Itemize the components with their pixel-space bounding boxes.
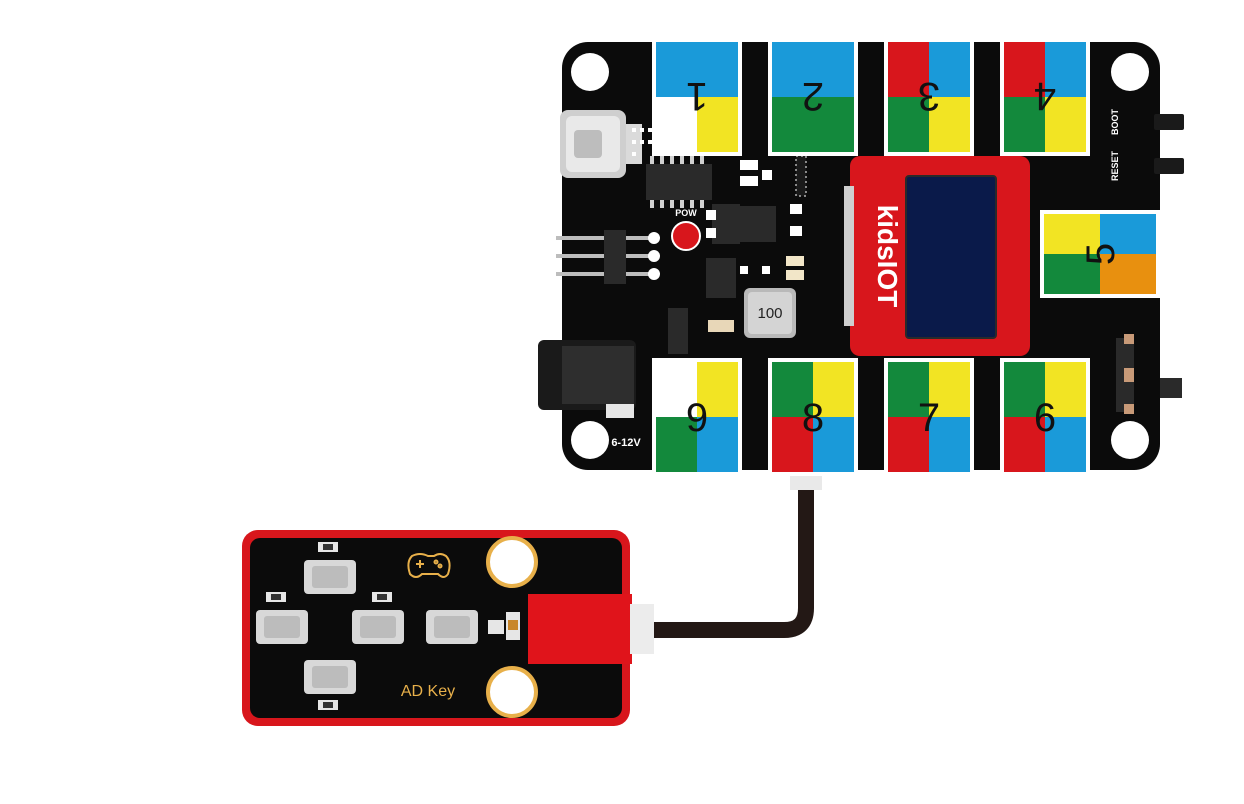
- usb-c-port: [560, 110, 642, 178]
- port-color-block: [772, 417, 813, 472]
- mount-hole-bottom-left: [571, 421, 609, 459]
- port-color-block: [813, 42, 854, 97]
- mount-hole-bottom-right: [1111, 421, 1149, 459]
- port-color-block: [1100, 254, 1156, 294]
- port-number: 4: [1034, 74, 1056, 118]
- port-color-block: [1044, 254, 1100, 294]
- connection-cable: [652, 478, 814, 638]
- port-color-block: [888, 97, 929, 152]
- inductor: 100: [744, 288, 796, 338]
- key-button-center: [352, 610, 404, 644]
- port-color-block: [656, 97, 697, 152]
- port-color-block: [929, 42, 970, 97]
- kidsiot-main-board: POW 100 6-12V: [538, 38, 1184, 476]
- smd-components: [668, 155, 807, 354]
- port-color-block: [1004, 97, 1045, 152]
- port-color-block: [697, 362, 738, 417]
- reset-label: RESET: [1110, 150, 1120, 181]
- voltage-label: 6-12V: [611, 437, 641, 449]
- port-color-block: [656, 417, 697, 472]
- port-color-block: [813, 362, 854, 417]
- key-button-right: [426, 610, 478, 644]
- port-6: 6: [1000, 358, 1090, 476]
- port-9: 9: [652, 358, 742, 476]
- pin-header: [556, 230, 660, 284]
- port-color-block: [1100, 214, 1156, 254]
- port-color-block: [656, 42, 697, 97]
- module-connector: [528, 594, 654, 664]
- ad-key-module: AD Key: [242, 530, 654, 726]
- power-label: POW: [675, 208, 697, 218]
- smd-pads: [632, 128, 652, 156]
- port-color-block: [1004, 42, 1045, 97]
- boot-button: BOOT: [1110, 108, 1184, 135]
- port-number: 9: [686, 396, 708, 440]
- module-hole-top: [486, 536, 538, 588]
- port-number: 7: [918, 396, 940, 440]
- power-led: POW: [671, 208, 701, 251]
- port-7: 7: [884, 358, 974, 476]
- ic-chip: [646, 156, 712, 208]
- port-color-block: [697, 42, 738, 97]
- port-color-block: [888, 417, 929, 472]
- brand-label: kidsIOT: [872, 205, 903, 308]
- key-button-down: [304, 660, 356, 694]
- port-3: 3: [884, 38, 974, 156]
- port-color-block: [1004, 417, 1045, 472]
- port-color-block: [772, 42, 813, 97]
- port-number: 6: [1034, 396, 1056, 440]
- port-color-block: [888, 42, 929, 97]
- port-color-block: [813, 417, 854, 472]
- port-color-block: [772, 97, 813, 152]
- port-color-block: [1044, 214, 1100, 254]
- mount-hole-top-right: [1111, 53, 1149, 91]
- port-2: 2: [768, 38, 858, 156]
- port-color-block: [1045, 362, 1086, 417]
- port-4: 4: [1000, 38, 1090, 156]
- slide-switch: [1116, 334, 1182, 414]
- port-number: 8: [802, 396, 824, 440]
- oled-display: kidsIOT: [844, 156, 1030, 356]
- ports-group: 1 2 3 4 5 6 7 8 9: [652, 38, 1160, 476]
- boot-label: BOOT: [1110, 108, 1120, 135]
- port-color-block: [772, 362, 813, 417]
- port-color-block: [929, 362, 970, 417]
- port-1: 1: [652, 38, 742, 156]
- port-color-block: [888, 362, 929, 417]
- port-number: 5: [1079, 243, 1123, 265]
- cable-plug-board-end: [790, 474, 822, 490]
- inductor-label: 100: [757, 305, 782, 322]
- port-number: 2: [802, 74, 824, 118]
- dc-power-jack: 6-12V: [538, 340, 641, 449]
- port-color-block: [1045, 42, 1086, 97]
- port-color-block: [929, 97, 970, 152]
- port-color-block: [697, 417, 738, 472]
- port-color-block: [929, 417, 970, 472]
- port-number: 3: [918, 74, 940, 118]
- reset-button: RESET: [1110, 150, 1184, 181]
- port-8: 8: [768, 358, 858, 476]
- port-color-block: [1045, 97, 1086, 152]
- module-hole-bottom: [486, 666, 538, 718]
- port-number: 1: [686, 74, 708, 118]
- port-color-block: [656, 362, 697, 417]
- module-resistors: [266, 542, 520, 710]
- module-label: AD Key: [401, 683, 455, 700]
- port-color-block: [813, 97, 854, 152]
- port-color-block: [1045, 417, 1086, 472]
- port-color-block: [1004, 362, 1045, 417]
- gamepad-icon: [407, 553, 451, 578]
- key-button-up: [304, 560, 356, 594]
- port-color-block: [697, 97, 738, 152]
- port-5: 5: [1040, 210, 1160, 298]
- mount-hole-top-left: [571, 53, 609, 91]
- key-button-left: [256, 610, 308, 644]
